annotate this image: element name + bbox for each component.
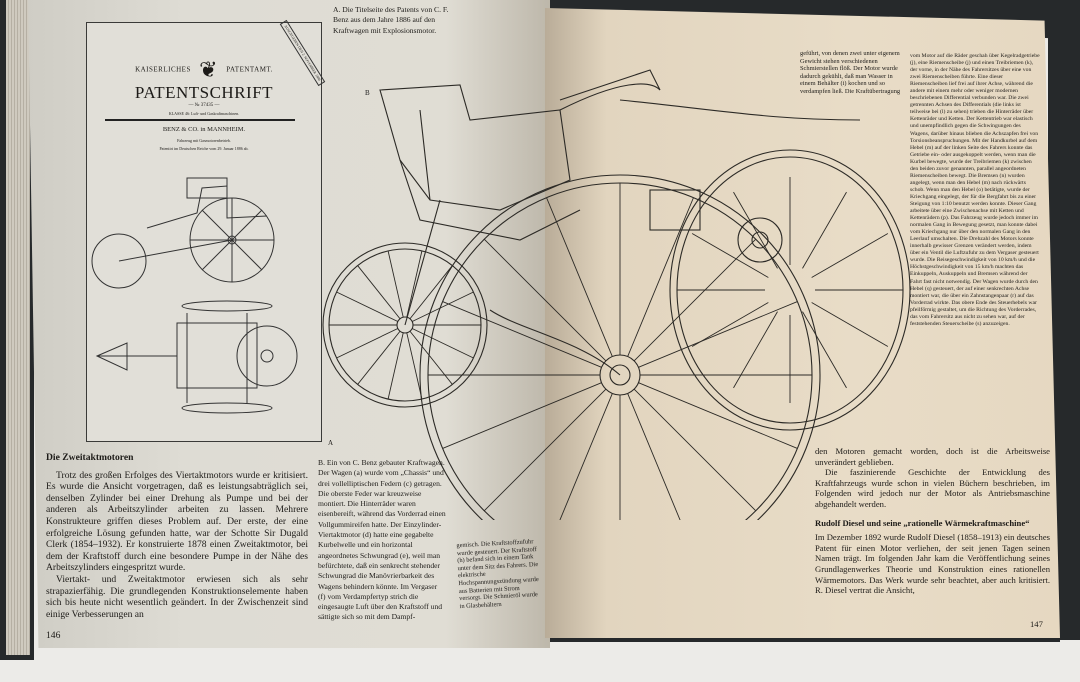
patent-number: — № 37435 —	[188, 103, 220, 108]
front-wheel-spoke	[406, 250, 423, 318]
drawing-label-b: B	[365, 89, 370, 97]
rear-wheel-spoke	[483, 238, 607, 362]
paragraph-geschichte: Die faszinierende Geschichte der Entwick…	[815, 467, 1050, 509]
patent-facsimile: KAISERLICHES ❦ PATENTAMT. PATENTSCHRIFT …	[86, 19, 333, 447]
patent-title: PATENTSCHRIFT	[134, 83, 274, 102]
paragraph-arbeitsweise: den Motoren gemacht worden, doch ist die…	[815, 446, 1050, 467]
page-number-146: 146	[46, 630, 61, 641]
far-wheel-spoke	[733, 191, 778, 269]
rear-wheel-spoke	[638, 301, 798, 368]
patent-date: Patentirt im Deutschen Reiche vom 29. Ja…	[159, 146, 249, 151]
rear-wheel-spoke	[627, 197, 694, 357]
page-number-147: 147	[1030, 619, 1043, 629]
right-text-block: den Motoren gemacht worden, doch ist die…	[815, 446, 1050, 596]
front-wheel-spoke	[336, 291, 398, 322]
patent-rule	[105, 119, 295, 121]
rear-wheel-spoke	[633, 388, 757, 512]
rear-wheel-spoke	[638, 382, 798, 449]
section-heading-zweitakt: Die Zweitaktmotoren	[46, 452, 134, 463]
rear-wheel-spoke	[633, 238, 757, 362]
front-wheel-spoke	[406, 332, 423, 400]
far-wheel-spoke	[733, 311, 778, 389]
rear-wheel-spoke	[483, 388, 607, 512]
far-wheel-spoke	[811, 302, 889, 347]
patent-klasse: KLASSE 46: Luft- und Gaskraftmaschinen.	[168, 111, 240, 116]
benz-car-drawing: B	[322, 69, 911, 520]
rear-wheel-spoke	[559, 393, 613, 520]
caption-top-right: geführt, von denen zwei unter eigenem Ge…	[800, 50, 901, 95]
far-wheel-spoke	[691, 233, 769, 278]
rear-wheel-spoke	[442, 301, 602, 368]
patent-drawing	[91, 177, 298, 414]
patent-header-left: KAISERLICHES	[135, 65, 191, 74]
caption-b-continued: gemisch. Die Kraftstoffzufuhr wurde gest…	[456, 538, 539, 610]
front-wheel-spoke	[387, 250, 404, 318]
caption-column-right: vom Motor auf die Räder geschah über Keg…	[910, 53, 1040, 327]
paragraph-zweitakt-2: Viertakt- und Zweitaktmotor erwiesen sic…	[46, 573, 308, 620]
far-wheel-spoke	[802, 311, 847, 389]
far-wheel-spoke	[802, 191, 847, 269]
page-edges	[6, 0, 30, 655]
front-wheel-spoke	[357, 330, 401, 385]
patent-subtitle: Fahrzeug mit Gasmotorenbetrieb.	[177, 138, 231, 143]
front-wheel-spoke	[336, 328, 398, 359]
front-wheel-spoke	[387, 332, 404, 400]
figure-label-a: A	[327, 439, 333, 447]
paragraph-diesel: Im Dezember 1892 wurde Rudolf Diesel (18…	[815, 532, 1050, 596]
patent-company: BENZ & CO. in MANNHEIM.	[162, 126, 246, 133]
far-wheel-spoke	[811, 233, 889, 278]
patent-header-right: PATENTAMT.	[226, 65, 273, 74]
far-wheel-spoke	[691, 302, 769, 347]
section-heading-diesel: Rudolf Diesel und seine „rationelle Wärm…	[815, 517, 1030, 528]
rear-wheel-spoke	[546, 197, 613, 357]
left-text-block: Die Zweitaktmotoren Trotz des großen Erf…	[46, 452, 308, 620]
caption-a: A. Die Titelseite des Patents von C. F. …	[333, 5, 449, 35]
rear-wheel-spoke	[442, 382, 602, 449]
front-wheel-spoke	[412, 328, 474, 359]
right-page	[545, 8, 1060, 638]
caption-b: B. Ein von C. Benz gebauter Kraftwagen. …	[318, 458, 446, 622]
front-wheel-spoke	[357, 265, 401, 320]
paragraph-zweitakt-1: Trotz des großen Erfolges des Viertaktmo…	[46, 469, 308, 574]
front-wheel-spoke	[409, 330, 453, 385]
eagle-emblem-icon: ❦	[199, 57, 219, 82]
rear-wheel-spoke	[627, 393, 681, 520]
front-wheel-spoke	[409, 265, 453, 320]
front-wheel-spoke	[412, 291, 474, 322]
